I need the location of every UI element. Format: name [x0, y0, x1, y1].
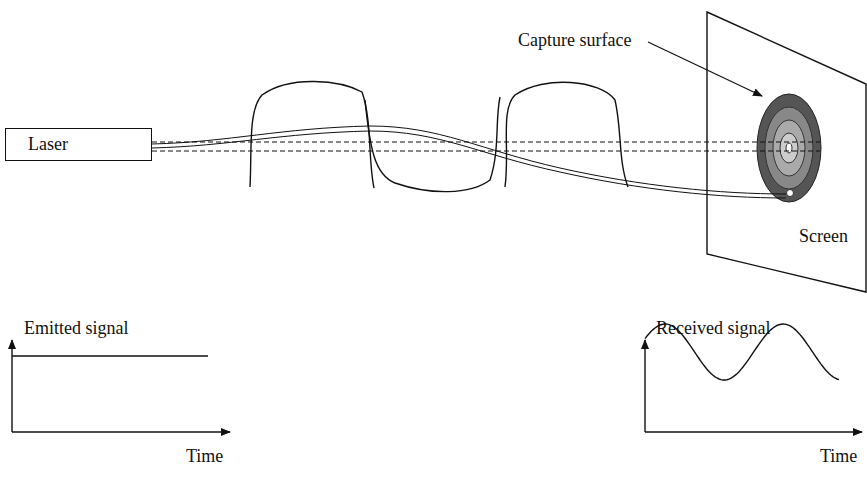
screen-outline [707, 12, 866, 292]
turbulence-cells [250, 81, 628, 191]
callout-label: Capture surface [518, 30, 631, 51]
node-text: Laser [28, 134, 151, 155]
axis-title: Emitted signal [24, 318, 128, 339]
screen: Screen [707, 12, 867, 294]
axis-label: Time [820, 446, 857, 467]
reference-beam [152, 142, 820, 151]
leader-line [648, 42, 762, 96]
deflected-beam [152, 126, 786, 198]
received-signal-plot [645, 324, 862, 432]
node-text: Screen [799, 226, 848, 247]
axis-label: Time [186, 446, 223, 467]
laser-box: Laser [5, 128, 152, 161]
emitted-signal-plot [12, 340, 230, 432]
capture-surface [757, 94, 821, 202]
axis-title: Received signal [656, 318, 770, 339]
